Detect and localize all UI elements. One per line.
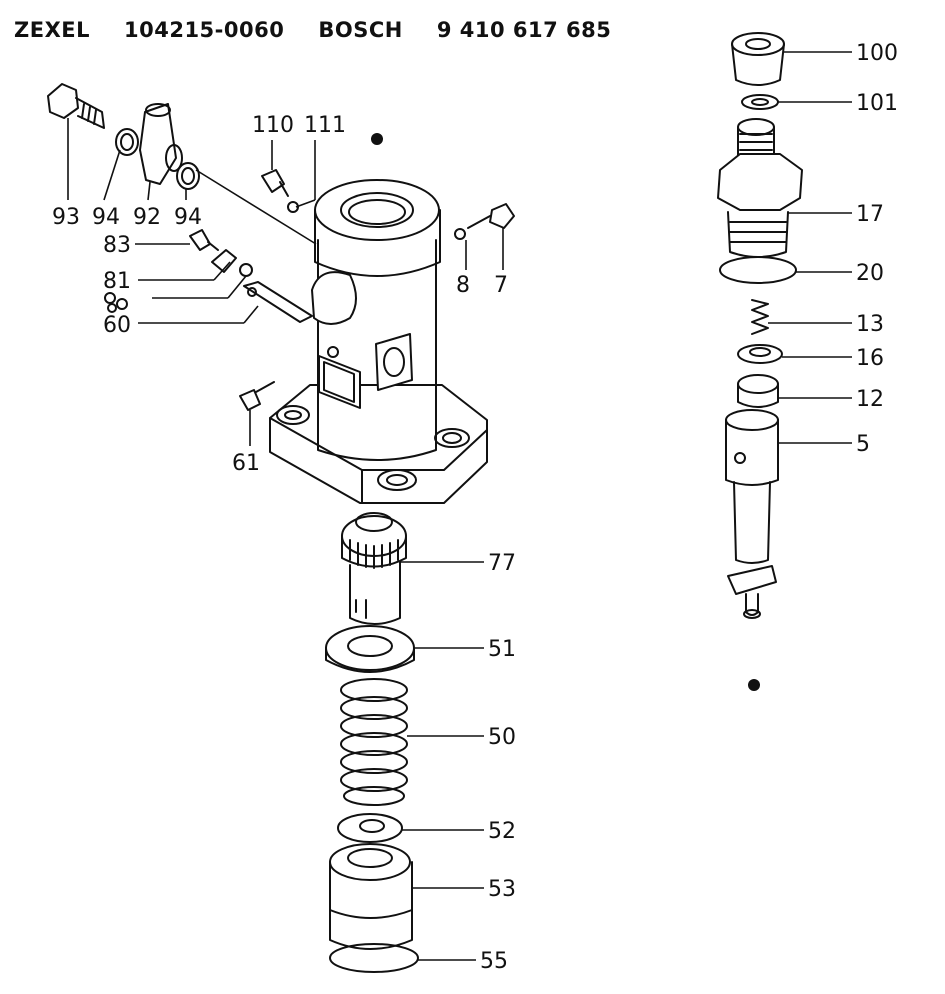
label-55: 55	[480, 949, 508, 974]
label-20: 20	[856, 261, 884, 286]
label-101: 101	[856, 91, 898, 116]
screw-7-washer-8	[454, 203, 515, 240]
label-61: 61	[232, 451, 260, 476]
label-17: 17	[856, 202, 884, 227]
label-110: 110	[252, 113, 294, 138]
label-5: 5	[856, 432, 870, 457]
label-111: 111	[304, 113, 346, 138]
brand-zexel: ZEXEL	[14, 18, 90, 42]
label-50: 50	[488, 725, 516, 750]
leader-lines	[67, 51, 852, 961]
snap-ring-55	[329, 943, 419, 973]
label-16: 16	[856, 346, 884, 371]
label-92: 92	[133, 205, 161, 230]
label-52: 52	[488, 819, 516, 844]
reference-dot-bottom	[748, 679, 760, 691]
label-94-left: 94	[92, 205, 120, 230]
spring-seat-51	[325, 625, 415, 673]
diagram-header: ZEXEL 104215-0060 BOSCH 9 410 617 685	[14, 18, 645, 42]
bosch-part-number: 9 410 617 685	[436, 18, 612, 42]
label-100: 100	[856, 41, 898, 66]
label-93: 93	[52, 205, 80, 230]
label-60: 60	[103, 313, 131, 338]
label-81: 81	[103, 269, 131, 294]
label-94-right: 94	[174, 205, 202, 230]
spring-50	[340, 678, 408, 806]
parts-83-81-82-60	[104, 229, 313, 323]
spring-seat-52	[337, 813, 403, 843]
label-8: 8	[456, 273, 470, 298]
screw-61	[239, 381, 275, 411]
label-12: 12	[856, 387, 884, 412]
label-7: 7	[494, 273, 508, 298]
label-77: 77	[488, 551, 516, 576]
label-83: 83	[103, 233, 131, 258]
screw-110-111	[261, 169, 299, 213]
pump-body	[269, 179, 488, 504]
banjo-bolt-assembly	[47, 83, 200, 190]
label-13: 13	[856, 312, 884, 337]
control-sleeve-77	[341, 512, 407, 625]
label-51: 51	[488, 637, 516, 662]
zexel-part-number: 104215-0060	[124, 18, 285, 42]
reference-dot-top	[371, 133, 383, 145]
delivery-valve-assembly	[717, 32, 803, 619]
brand-bosch: BOSCH	[318, 18, 403, 42]
tappet-53	[329, 843, 413, 950]
label-53: 53	[488, 877, 516, 902]
